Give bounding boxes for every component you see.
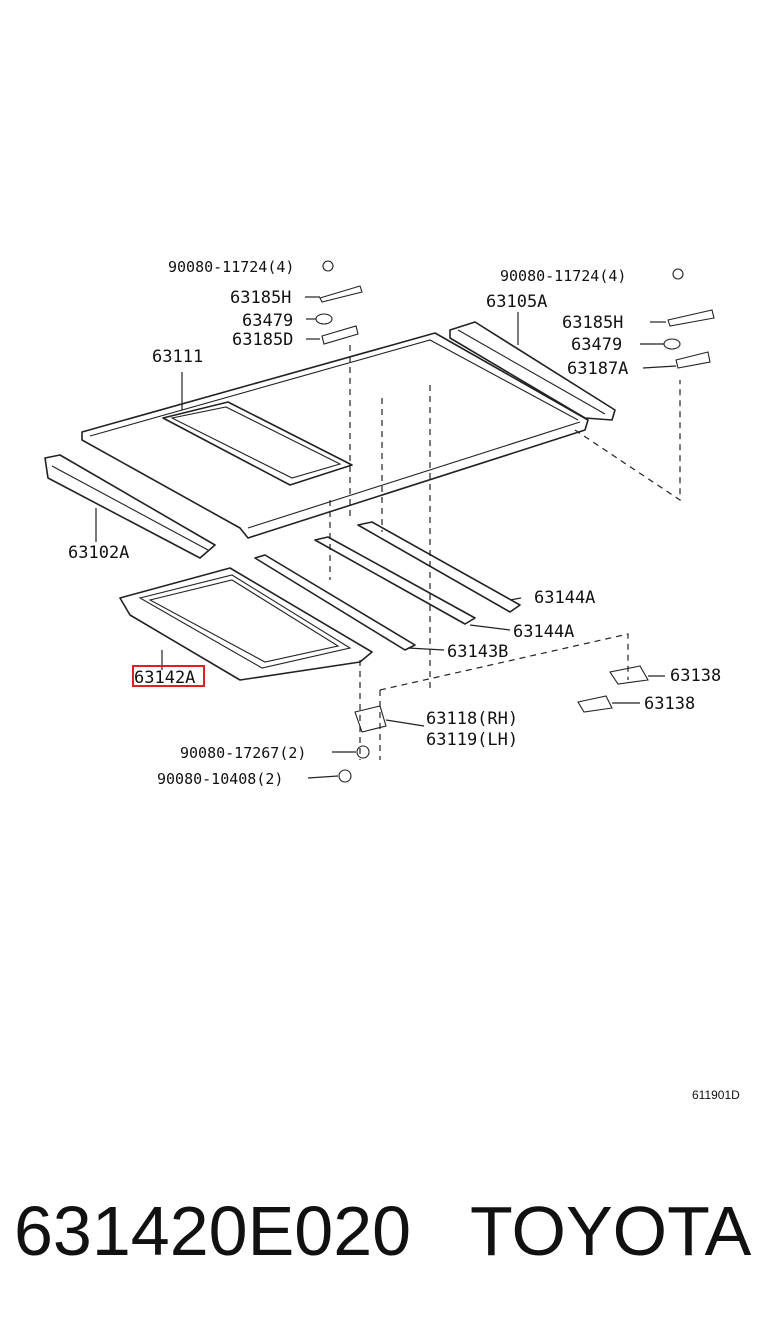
brand-name: TOYOTA (470, 1192, 752, 1270)
label-reinforcement-b: 63143B (447, 642, 508, 662)
label-bolt-top-left: 90080-11724(4) (168, 258, 294, 276)
label-bracket-63138-2: 63138 (644, 694, 695, 714)
front-rail-63102a-drawing (44, 454, 216, 559)
label-clip-63185h-left: 63185H (230, 288, 291, 308)
roof-panel-drawing (81, 332, 589, 539)
label-bracket-lh: 63119(LH) (426, 730, 518, 750)
diagram-reference: 611901D (692, 1088, 740, 1102)
side-rail-63105a-drawing (449, 321, 616, 421)
label-bolt-10408: 90080-10408(2) (157, 770, 283, 788)
label-clip-63185h-right: 63185H (562, 313, 623, 333)
label-clip-63187a: 63187A (567, 359, 628, 379)
sunroof-frame-drawing (119, 567, 373, 681)
label-reinforcement-a1: 63144A (534, 588, 595, 608)
label-rail-63105a: 63105A (486, 292, 547, 312)
label-cushion-left: 63479 (242, 311, 293, 331)
leader-lines (95, 296, 677, 779)
label-bracket-63138-1: 63138 (670, 666, 721, 686)
label-bracket-rh: 63118(RH) (426, 709, 518, 729)
label-clip-63185d: 63185D (232, 330, 293, 350)
label-sunroof-frame: 63142A (134, 668, 195, 688)
assembly-guide-lines (329, 345, 681, 760)
label-roof-panel: 63111 (152, 347, 203, 367)
label-bolt-top-right: 90080-11724(4) (500, 267, 626, 285)
highlight-box (132, 665, 205, 687)
part-number: 631420E020 (14, 1192, 411, 1270)
label-rail-63102a: 63102A (68, 543, 129, 563)
label-reinforcement-a2: 63144A (513, 622, 574, 642)
label-cushion-right: 63479 (571, 335, 622, 355)
label-bolt-17267: 90080-17267(2) (180, 744, 306, 762)
reinforcement-drawings (254, 521, 521, 651)
